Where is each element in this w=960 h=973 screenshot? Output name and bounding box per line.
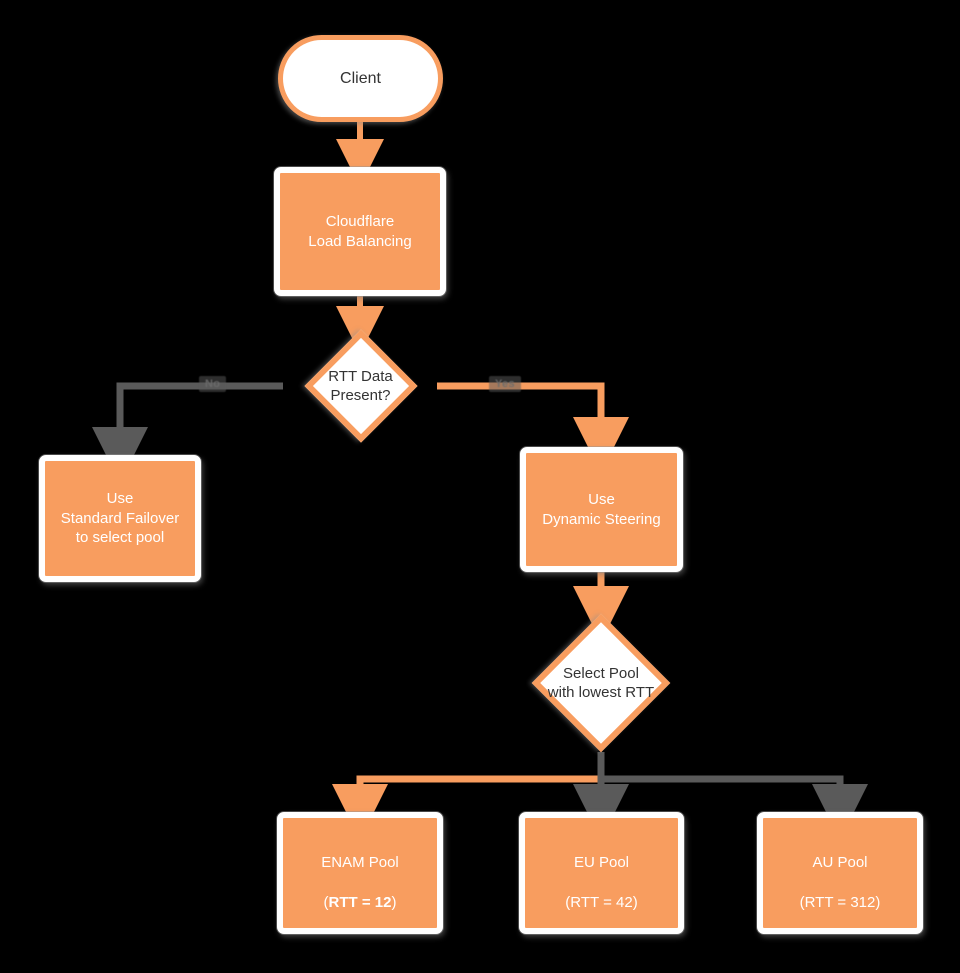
edge-rtt-decision-no-to-standard-failover — [92, 382, 283, 483]
node-enam-pool-name: ENAM Pool — [321, 854, 399, 872]
node-cloudflare-load-balancing-label: Cloudflare Load Balancing — [308, 212, 412, 250]
node-select-pool-decision[interactable]: Select Pool with lowest RTT — [511, 613, 691, 753]
node-enam-pool[interactable]: ENAM Pool (RTT = 12) — [277, 812, 443, 934]
node-select-pool-label: Select Pool with lowest RTT — [547, 664, 655, 702]
paren-open: ( — [565, 893, 571, 911]
node-eu-pool-label: EU Pool (RTT = 42) — [559, 833, 643, 912]
paren-close: ) — [632, 893, 638, 911]
node-au-pool-label: AU Pool (RTT = 312) — [794, 833, 887, 912]
node-standard-failover[interactable]: Use Standard Failover to select pool — [39, 455, 201, 582]
paren-close: ) — [391, 893, 397, 911]
edge-select-pool-to-enam-pool — [332, 752, 605, 840]
node-client-label: Client — [340, 69, 381, 87]
node-rtt-data-present-label: RTT Data Present? — [328, 367, 393, 405]
node-au-pool-rtt: RTT = 312 — [804, 893, 876, 911]
edge-rtt-decision-yes-to-dynamic-steering — [437, 382, 629, 473]
node-cloudflare-load-balancing[interactable]: Cloudflare Load Balancing — [274, 167, 446, 296]
paren-close: ) — [875, 893, 881, 911]
node-dynamic-steering[interactable]: Use Dynamic Steering — [520, 447, 683, 572]
edge-label-no: No — [199, 376, 227, 392]
node-standard-failover-label: Use Standard Failover to select pool — [60, 489, 180, 547]
node-dynamic-steering-label: Use Dynamic Steering — [542, 490, 661, 528]
node-eu-pool-rtt: RTT = 42 — [570, 893, 633, 911]
edge-label-yes: Yes — [489, 376, 521, 392]
node-eu-pool-name: EU Pool — [573, 854, 630, 872]
paren-open: ( — [799, 893, 805, 911]
node-enam-pool-rtt: RTT = 12 — [328, 893, 392, 911]
node-rtt-data-present-decision[interactable]: RTT Data Present? — [283, 329, 438, 443]
node-au-pool-name: AU Pool — [812, 854, 868, 872]
node-au-pool[interactable]: AU Pool (RTT = 312) — [757, 812, 923, 934]
edge-select-pool-to-au-pool — [601, 775, 868, 840]
node-enam-pool-label: ENAM Pool (RTT = 12) — [315, 833, 405, 912]
node-client[interactable]: Client — [278, 35, 443, 122]
node-eu-pool[interactable]: EU Pool (RTT = 42) — [519, 812, 684, 934]
paren-open: ( — [323, 893, 329, 911]
